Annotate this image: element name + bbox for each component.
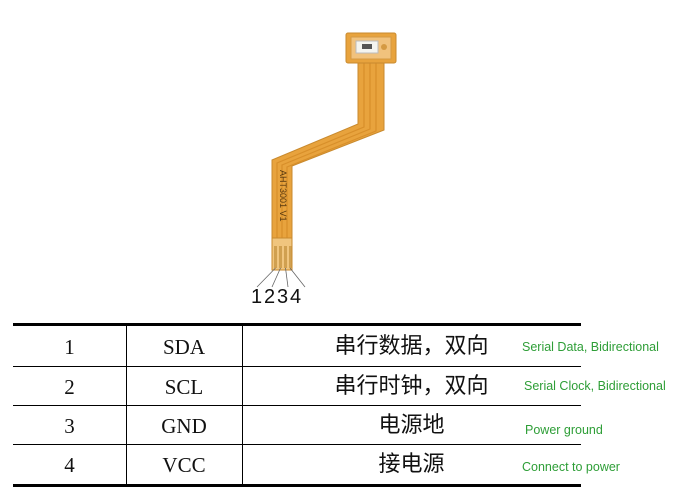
pin-label: 2 (263, 286, 276, 308)
signal-name: SDA (162, 335, 205, 359)
signal-name: VCC (162, 453, 206, 477)
table-bottom-rule (13, 484, 581, 487)
description-cn: 电源地 (378, 413, 445, 438)
table-row: 4 VCC 接电源 (13, 445, 581, 485)
pin-number: 2 (64, 375, 75, 399)
table-row: 2 SCL 串行时钟，双向 (13, 367, 581, 407)
table-row: 1 SDA 串行数据，双向 (13, 327, 581, 367)
signal-name: GND (161, 414, 207, 438)
pin-leader-lines (256, 267, 306, 288)
pin-number: 4 (64, 453, 75, 477)
part-marking: AHT3001 V1 (278, 170, 288, 222)
row-divider (13, 405, 581, 406)
column-divider (242, 326, 243, 484)
annotation-en: Connect to power (522, 460, 620, 474)
annotation-en: Serial Data, Bidirectional (522, 340, 659, 354)
pin-number: 3 (64, 414, 75, 438)
row-divider (13, 366, 581, 367)
table-top-rule (13, 323, 581, 326)
table-row: 3 GND 电源地 (13, 406, 581, 446)
pin-number: 1 (64, 335, 75, 359)
annotation-en: Power ground (525, 423, 603, 437)
pin-label: 1 (250, 286, 263, 308)
description-cn: 串行数据，双向 (334, 334, 489, 359)
sensor-flex-cable-figure: AHT3001 V1 (256, 32, 397, 288)
description-cn: 接电源 (378, 452, 445, 477)
pin-label: 3 (276, 286, 289, 308)
pin-number-labels: 1234 (250, 286, 302, 309)
column-divider (126, 326, 127, 484)
signal-name: SCL (164, 375, 204, 399)
pin-label: 4 (289, 286, 302, 308)
annotation-en: Serial Clock, Bidirectional (524, 379, 666, 393)
row-divider (13, 444, 581, 445)
description-cn: 串行时钟，双向 (334, 374, 489, 399)
